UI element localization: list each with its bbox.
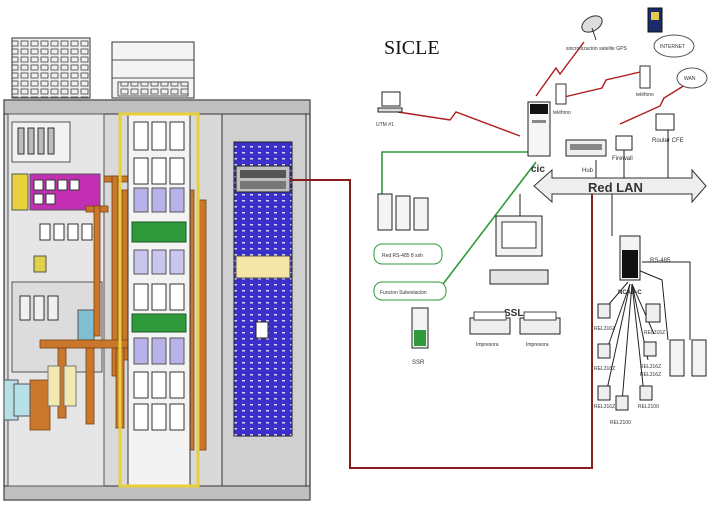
firewall-icon: Firewall	[612, 135, 633, 162]
ssl-label: SSL	[504, 308, 523, 319]
firewall-label: Firewall	[612, 156, 633, 162]
gps-sync-label: sincronización satelite GPS	[566, 46, 628, 52]
rs485-label: RS-485	[650, 258, 671, 264]
rs485-box: Red RS-485 8 ssh	[373, 243, 443, 265]
relay-label: REL316Z	[640, 364, 661, 370]
utm-label: UTM #1	[376, 122, 394, 128]
internet-label: INTERNET	[660, 44, 685, 50]
rack-to-network-cable	[290, 179, 593, 469]
breaker-panel-yellow	[11, 173, 29, 211]
hub-icon: Hub	[565, 139, 607, 174]
wan-cloud-icon: WAN	[676, 67, 708, 89]
relay-label: REL316Z	[594, 366, 615, 372]
telephone-label: teléfono	[553, 110, 571, 116]
telephone-icon: teléfono	[553, 83, 571, 116]
wan-label: WAN	[684, 76, 696, 82]
relay-label: REL316Z	[640, 372, 661, 378]
rs485-box-label: Red RS-485 8 ssh	[382, 253, 423, 259]
telephone-label-2: teléfono	[636, 92, 654, 98]
lan-bus: Red LAN	[533, 168, 707, 204]
router-icon: Router CFE	[652, 113, 684, 144]
lan-label: Red LAN	[588, 180, 643, 195]
printer-icon-2: Impresora	[519, 311, 561, 348]
handheld-device-icon	[647, 7, 663, 33]
green-links	[381, 151, 537, 289]
radio-links	[397, 41, 691, 137]
ncad-label: NCAD-C	[618, 290, 642, 296]
satellite-dish-icon: sincronización satelite GPS	[566, 15, 628, 52]
printer-label-2: Impresora	[526, 342, 549, 348]
printer-icon-1: Impresora	[469, 311, 511, 348]
breaker-panel-magenta	[29, 173, 101, 211]
diagram-title: SICLE	[384, 37, 440, 59]
relay-group: REL316Z REL316Z REL316Z REL316Z REL316Z …	[594, 303, 707, 426]
telephone-icon-2: teléfono	[636, 65, 654, 98]
rack-terminal-block	[235, 255, 291, 279]
cabinet-top-vent-left	[11, 37, 91, 99]
cic-server-icon: cic	[527, 101, 551, 175]
ssl-workstation-icon: SSL	[489, 215, 549, 319]
cic-label: cic	[531, 164, 545, 175]
relay-label: REL316Z	[644, 330, 665, 336]
server-cluster-icon	[377, 193, 429, 231]
switchgear-cabinets	[3, 37, 311, 501]
relay-label: REL316Z	[594, 404, 615, 410]
breaker-column	[131, 121, 187, 431]
lan-links	[519, 130, 691, 403]
relay-label: REL2100	[610, 420, 631, 426]
utm-terminal-icon: UTM #1	[376, 91, 403, 128]
relay-label: REL2100	[638, 404, 659, 410]
router-label: Router CFE	[652, 138, 684, 144]
ssr-device-icon: SSR	[411, 307, 429, 366]
printer-label-1: Impresora	[476, 342, 499, 348]
relay-label: REL316Z	[594, 326, 615, 332]
funcion-box: Funcion Subestacion	[373, 281, 447, 301]
ncad-device-icon: NCAD-C RS-485	[618, 235, 671, 296]
internet-cloud-icon: INTERNET	[653, 34, 695, 58]
hub-label: Hub	[582, 168, 594, 174]
ssr-label: SSR	[412, 360, 425, 366]
funcion-box-label: Funcion Subestacion	[380, 290, 427, 296]
